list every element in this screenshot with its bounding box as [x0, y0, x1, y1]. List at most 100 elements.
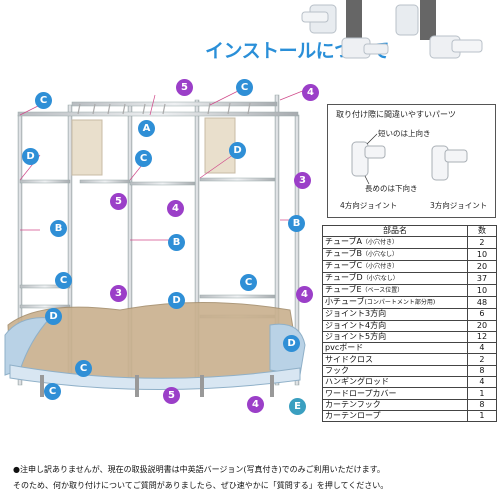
part-name-cell: チューブD（小穴なし）	[322, 272, 468, 286]
label-c-badge: C	[55, 272, 72, 289]
label-3-badge: 3	[110, 285, 127, 302]
label-a-badge: A	[138, 120, 155, 137]
part-name: サイドクロス	[325, 354, 373, 364]
part-name-cell: サイドクロス	[322, 353, 468, 366]
label-d-badge: D	[283, 335, 300, 352]
part-qty-cell: 37	[466, 272, 498, 286]
part-name: ジョイント3方向	[325, 309, 387, 319]
part-name-cell: チューブE（ベース位置）	[322, 284, 468, 298]
part-qty-cell: 20	[466, 319, 498, 332]
table-row: チューブC（小穴付き）20	[322, 260, 498, 274]
label-b-badge: B	[288, 215, 305, 232]
label-d-badge: D	[45, 308, 62, 325]
label-3-badge: 3	[294, 172, 311, 189]
label-c-badge: C	[44, 383, 61, 400]
label-c-badge: C	[236, 79, 253, 96]
table-row: サイドクロス 2	[322, 353, 498, 366]
joint4-label: 4方向ジョイント	[340, 201, 398, 210]
part-name: チューブC	[325, 261, 363, 271]
table-row: チューブD（小穴なし）37	[322, 272, 498, 286]
part-name: フック	[325, 365, 349, 375]
label-5-badge: 5	[163, 387, 180, 404]
part-qty-cell: 1	[466, 387, 498, 400]
part-qty-cell: 8	[466, 364, 498, 378]
part-name-cell: カーテンフック	[322, 398, 468, 411]
part-qty-cell: 2	[466, 236, 498, 250]
label-d-badge: D	[22, 148, 39, 165]
part-name-cell: ワードロープカバー	[322, 387, 468, 400]
table-row: チューブA（小穴付き）2	[322, 236, 498, 250]
label-5-badge: 5	[110, 193, 127, 210]
part-qty-cell: 4	[466, 376, 498, 389]
label-b-badge: B	[50, 220, 67, 237]
part-name-cell: ジョイント5方向	[322, 330, 468, 344]
label-4-badge: 4	[167, 200, 184, 217]
part-note: （小穴なし）	[362, 251, 399, 259]
part-note: （小穴付き）	[362, 239, 399, 247]
label-d-badge: D	[168, 292, 185, 309]
part-qty-cell: 10	[466, 284, 498, 298]
part-name-cell: 小チューブ(コンパートメント部分用)	[322, 296, 468, 310]
part-name-cell: ハンギングロッド	[322, 376, 468, 389]
table-row: ハンギングロッド 4	[322, 376, 498, 389]
part-name: ワードロープカバー	[325, 388, 397, 398]
parts-note-heading: 取り付け際に間違いやすいパーツ	[336, 110, 456, 119]
part-name: ハンギングロッド	[325, 377, 389, 387]
part-name: カーテンロープ	[325, 411, 381, 421]
part-name: チューブB	[325, 249, 363, 259]
part-qty-cell: 12	[466, 330, 498, 344]
label-4-badge: 4	[302, 84, 319, 101]
part-name-cell: フック	[322, 364, 468, 378]
table-row: ジョイント5方向 12	[322, 330, 498, 344]
part-name-cell: カーテンロープ	[322, 409, 468, 423]
label-c-badge: C	[75, 360, 92, 377]
part-name-cell: チューブA（小穴付き）	[322, 236, 468, 250]
table-row: フック 8	[322, 364, 498, 378]
table-row: カーテンフック 8	[322, 398, 498, 411]
joint-illustration	[351, 133, 468, 185]
part-qty-cell: 48	[466, 296, 498, 310]
part-qty-cell: 2	[466, 353, 498, 366]
table-row: 小チューブ(コンパートメント部分用)48	[322, 296, 498, 310]
part-note: （ベース位置）	[361, 287, 404, 295]
part-name-cell: ジョイント4方向	[322, 319, 468, 332]
part-qty-cell: 20	[466, 260, 498, 274]
part-qty-cell: 8	[466, 398, 498, 411]
part-name: ジョイント5方向	[325, 332, 387, 342]
part-name: チューブE	[325, 285, 362, 295]
wardrobe-illustration	[4, 89, 306, 397]
table-header-row: 部品名 数	[322, 224, 498, 238]
part-name-cell: チューブB（小穴なし）	[322, 248, 468, 262]
part-note: (コンパートメント部分用)	[364, 299, 436, 307]
header-name: 部品名	[322, 224, 468, 238]
table-row: チューブE（ベース位置）10	[322, 284, 498, 298]
label-e-badge: E	[289, 398, 306, 415]
part-name: チューブA	[325, 237, 362, 247]
part-name-cell: pvcボード	[322, 342, 468, 355]
joint3-label: 3方向ジョイント	[430, 201, 488, 210]
part-note: （小穴付き）	[362, 263, 399, 271]
header-qty: 数	[466, 224, 498, 238]
up-direction-label: 短いのは上向き	[378, 129, 431, 138]
part-note: （小穴なし）	[362, 275, 399, 283]
part-name-cell: チューブC（小穴付き）	[322, 260, 468, 274]
part-name: pvcボード	[325, 343, 364, 353]
part-name: チューブD	[325, 273, 363, 283]
label-4-badge: 4	[296, 286, 313, 303]
table-row: ワードロープカバー 1	[322, 387, 498, 400]
table-row: チューブB（小穴なし）10	[322, 248, 498, 262]
label-c-badge: C	[135, 150, 152, 167]
label-4-badge: 4	[247, 396, 264, 413]
label-5-badge: 5	[176, 79, 193, 96]
table-row: ジョイント3方向 6	[322, 308, 498, 321]
part-name: 小チューブ	[325, 297, 365, 307]
connector-photo	[301, 0, 483, 59]
part-name: カーテンフック	[325, 399, 381, 409]
label-b-badge: B	[168, 234, 185, 251]
part-qty-cell: 6	[466, 308, 498, 321]
label-c-badge: C	[35, 92, 52, 109]
